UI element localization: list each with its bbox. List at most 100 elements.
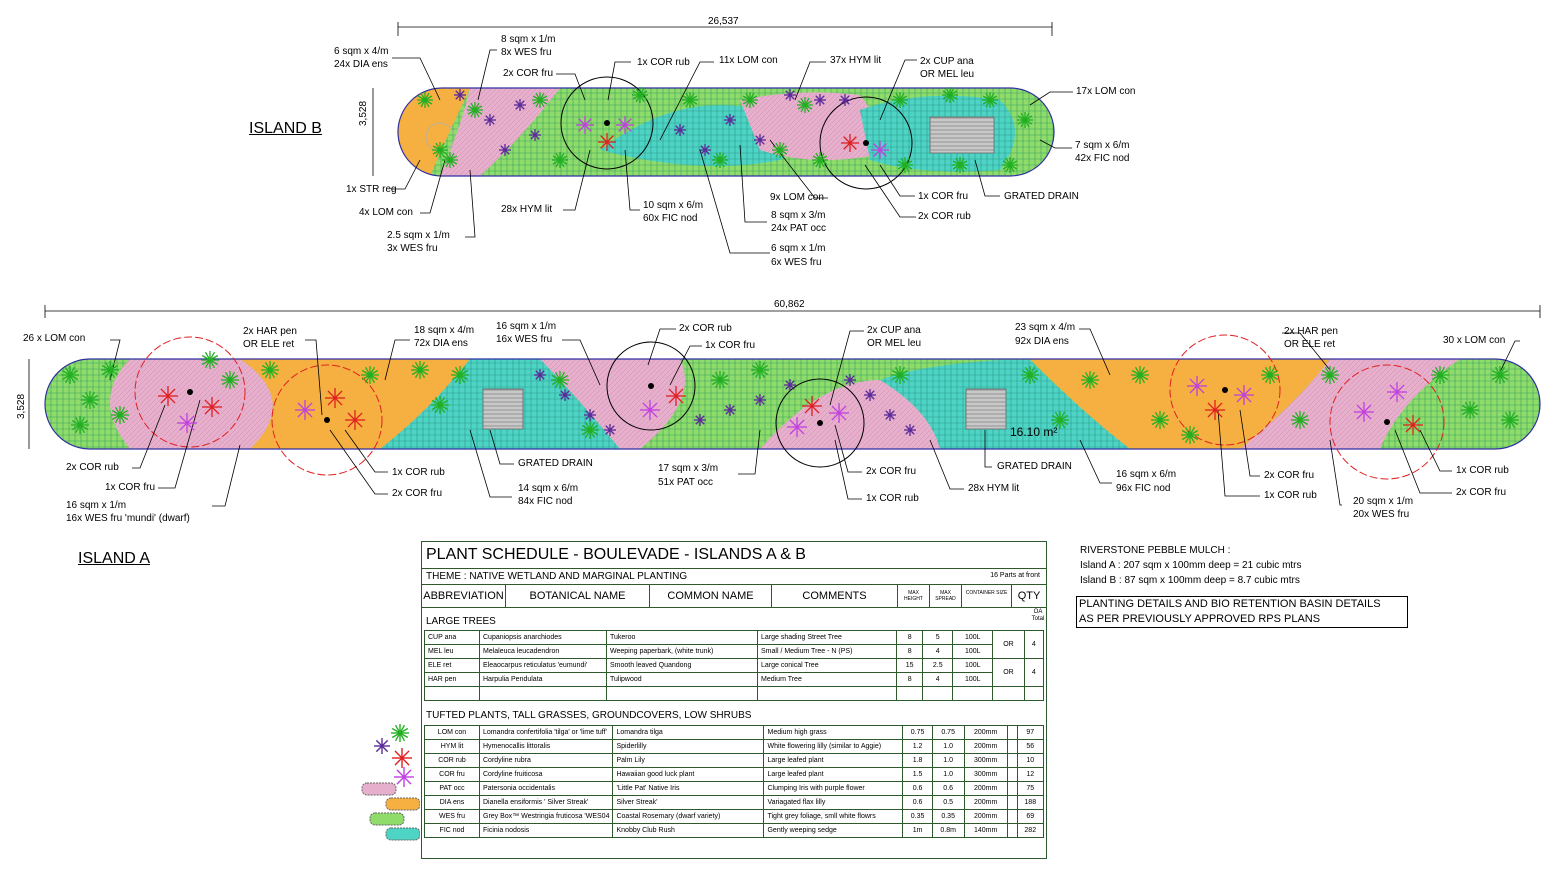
cell: Lomandra tilga xyxy=(612,725,765,740)
lom-con-symbol xyxy=(1081,371,1099,389)
island-b-width: 3,528 xyxy=(358,100,369,126)
lom-con-symbol xyxy=(1017,112,1033,128)
table-row: CUP ana Cupaniopsis anarchiodes Tukeroo … xyxy=(424,630,1045,659)
a-label: 96x FIC nod xyxy=(1116,483,1171,494)
a-label: 16 sqm x 1/m xyxy=(496,321,557,332)
cell xyxy=(1006,795,1018,810)
cell: 1.2 xyxy=(902,739,933,754)
cell: 100L xyxy=(952,644,994,659)
table-row xyxy=(424,686,1045,701)
b-label: 2x COR fru xyxy=(503,68,554,79)
mulch-island-a: Island A : 207 sqm x 100mm deep = 21 cub… xyxy=(1080,560,1302,571)
cell: 300mm xyxy=(963,767,1008,782)
b-label: 24x DIA ens xyxy=(334,59,388,70)
lom-con-symbol xyxy=(261,361,279,379)
col-header: BOTANICAL NAME xyxy=(506,585,650,607)
a-label: 2x COR rub xyxy=(679,323,732,334)
a-label: OR MEL leu xyxy=(867,338,922,349)
cor-fru-icon xyxy=(394,767,414,787)
lom-con-symbol xyxy=(201,351,219,369)
cell: 200mm xyxy=(963,795,1008,810)
hym-lit-symbol xyxy=(844,374,856,386)
lom-con-symbol xyxy=(581,421,599,439)
a-label: 92x DIA ens xyxy=(1015,336,1069,347)
b-label: 7 sqm x 6/m xyxy=(1075,140,1130,151)
cell: 0.6 xyxy=(931,781,965,796)
cell: Large leafed plant xyxy=(763,767,904,782)
a-label: 16x WES fru xyxy=(496,334,553,345)
pat-occ-swatch xyxy=(361,782,397,796)
cell: Smooth leaved Quandong xyxy=(606,658,758,673)
cell: Small / Medium Tree - N (PS) xyxy=(757,644,897,659)
cor-rub-icon xyxy=(392,748,412,768)
hym-lit-symbol xyxy=(754,134,766,146)
lom-con-symbol xyxy=(1291,411,1309,429)
hym-lit-symbol xyxy=(724,404,736,416)
b-label: 17x LOM con xyxy=(1076,86,1136,97)
cell: 282 xyxy=(1016,823,1045,838)
a-label: GRATED DRAIN xyxy=(997,461,1072,472)
lom-con-symbol xyxy=(772,142,788,158)
lom-con-symbol xyxy=(797,97,813,113)
b-label: GRATED DRAIN xyxy=(1004,191,1079,202)
cell xyxy=(1006,739,1018,754)
cell: HAR pen xyxy=(424,672,480,687)
table-row: HAR pen Harpulia Pendulata Tulipwood Med… xyxy=(424,672,1044,687)
hym-lit-symbol xyxy=(754,394,766,406)
a-label: 16x WES fru 'mundi' (dwarf) xyxy=(66,513,190,524)
cell: Hymenocallis littoralis xyxy=(478,739,614,754)
cell: Ficinia nodosis xyxy=(478,823,614,838)
cell: Variagated flax lilly xyxy=(763,795,904,810)
b-label: 42x FIC nod xyxy=(1075,153,1130,164)
island-b-title: ISLAND B xyxy=(249,120,322,137)
lom-con-symbol xyxy=(632,87,648,103)
cell: Silver Streak' xyxy=(612,795,765,810)
cor-rub-symbol xyxy=(1403,415,1423,435)
cell: 1m xyxy=(902,823,933,838)
cor-rub-symbol xyxy=(598,133,616,151)
cell: Lomandra confertifolia 'tilga' or 'lime … xyxy=(478,725,614,740)
b-label: 4x LOM con xyxy=(359,207,413,218)
cor-fru-symbol xyxy=(829,403,849,423)
cor-rub-symbol xyxy=(841,134,859,152)
cell: 8 xyxy=(895,672,924,687)
lom-con-symbol xyxy=(892,92,908,108)
details-note: PLANTING DETAILS AND BIO RETENTION BASIN… xyxy=(1076,596,1408,628)
details-line-1: PLANTING DETAILS AND BIO RETENTION BASIN… xyxy=(1079,598,1381,610)
cell: 0.6 xyxy=(902,795,933,810)
cell xyxy=(1006,809,1018,824)
a-label: 1x COR rub xyxy=(866,493,919,504)
cell: CUP ana xyxy=(424,630,480,645)
a-label: 18 sqm x 4/m xyxy=(414,325,475,336)
cell: Gently weeping sedge xyxy=(763,823,904,838)
lom-con-symbol xyxy=(532,92,548,108)
cell: Large leafed plant xyxy=(763,753,904,768)
b-label: 2.5 sqm x 1/m xyxy=(387,230,450,241)
cell: 300mm xyxy=(963,753,1008,768)
lom-con-symbol xyxy=(81,391,99,409)
cell: 10 xyxy=(1016,753,1045,768)
hym-lit-symbol xyxy=(784,379,796,391)
cor-fru-symbol xyxy=(1387,382,1407,402)
a-label: 2x COR fru xyxy=(866,466,917,477)
hym-lit-symbol xyxy=(884,409,896,421)
lom-con-symbol xyxy=(1491,366,1509,384)
cell: FIC nod xyxy=(424,823,480,838)
cell: 100L xyxy=(952,630,994,645)
theme-text: THEME : NATIVE WETLAND AND MARGINAL PLAN… xyxy=(426,571,688,582)
cell: Medium Tree xyxy=(757,672,897,687)
hym-lit-symbol xyxy=(784,89,796,101)
cell: Tight grey foliage, smll white flowrs xyxy=(763,809,904,824)
cor-fru-symbol xyxy=(1354,402,1374,422)
parts-text: 16 Parts at front xyxy=(990,572,1040,579)
lom-con-symbol xyxy=(711,371,729,389)
island-a-title: ISLAND A xyxy=(78,550,151,567)
lom-con-symbol xyxy=(61,366,79,384)
a-label: 2x CUP ana xyxy=(867,325,921,336)
cell: 0.6 xyxy=(902,781,933,796)
